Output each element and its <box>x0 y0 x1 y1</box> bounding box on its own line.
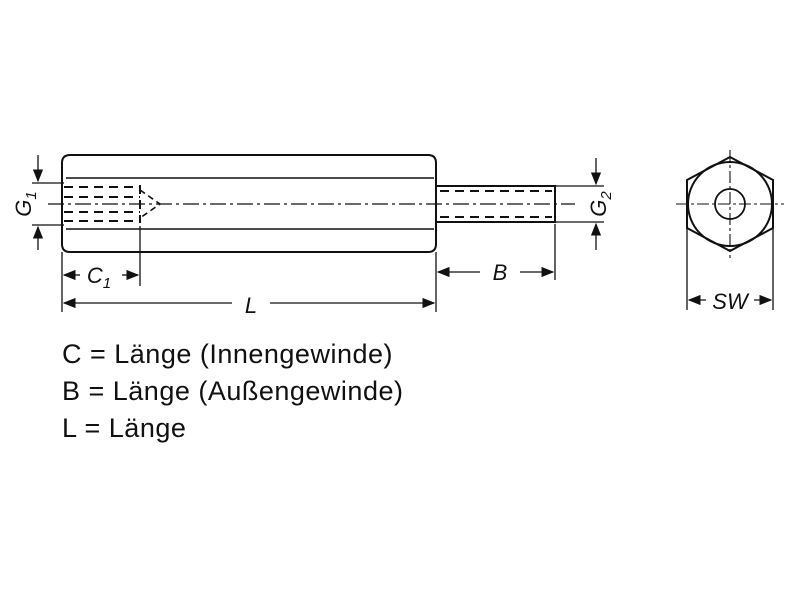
g2-subscript: 2 <box>598 191 615 201</box>
sw-label: SW <box>712 289 750 314</box>
g1-subscript: 1 <box>23 191 40 199</box>
b-label: B <box>493 260 508 285</box>
end-view-centerlines <box>676 150 784 258</box>
spacer-technical-drawing: G1 G2 C1 B L <box>11 150 784 318</box>
legend-l: L = Länge <box>62 413 187 443</box>
stud-thread-lines <box>440 190 552 218</box>
legend-c: C = Länge (Innengewinde) <box>62 339 393 369</box>
l-label: L <box>245 293 257 318</box>
c1-subscript: 1 <box>103 275 111 292</box>
svg-text:G1: G1 <box>11 191 40 216</box>
hex-body-outline <box>61 154 437 253</box>
g2-label: G <box>586 200 611 217</box>
g1-label: G <box>11 200 36 217</box>
svg-text:G2: G2 <box>586 191 615 217</box>
c1-label: C <box>87 263 103 288</box>
legend: C = Länge (Innengewinde) B = Länge (Auße… <box>62 336 403 447</box>
svg-text:C1: C1 <box>87 263 111 292</box>
legend-b: B = Länge (Außengewinde) <box>62 376 404 406</box>
